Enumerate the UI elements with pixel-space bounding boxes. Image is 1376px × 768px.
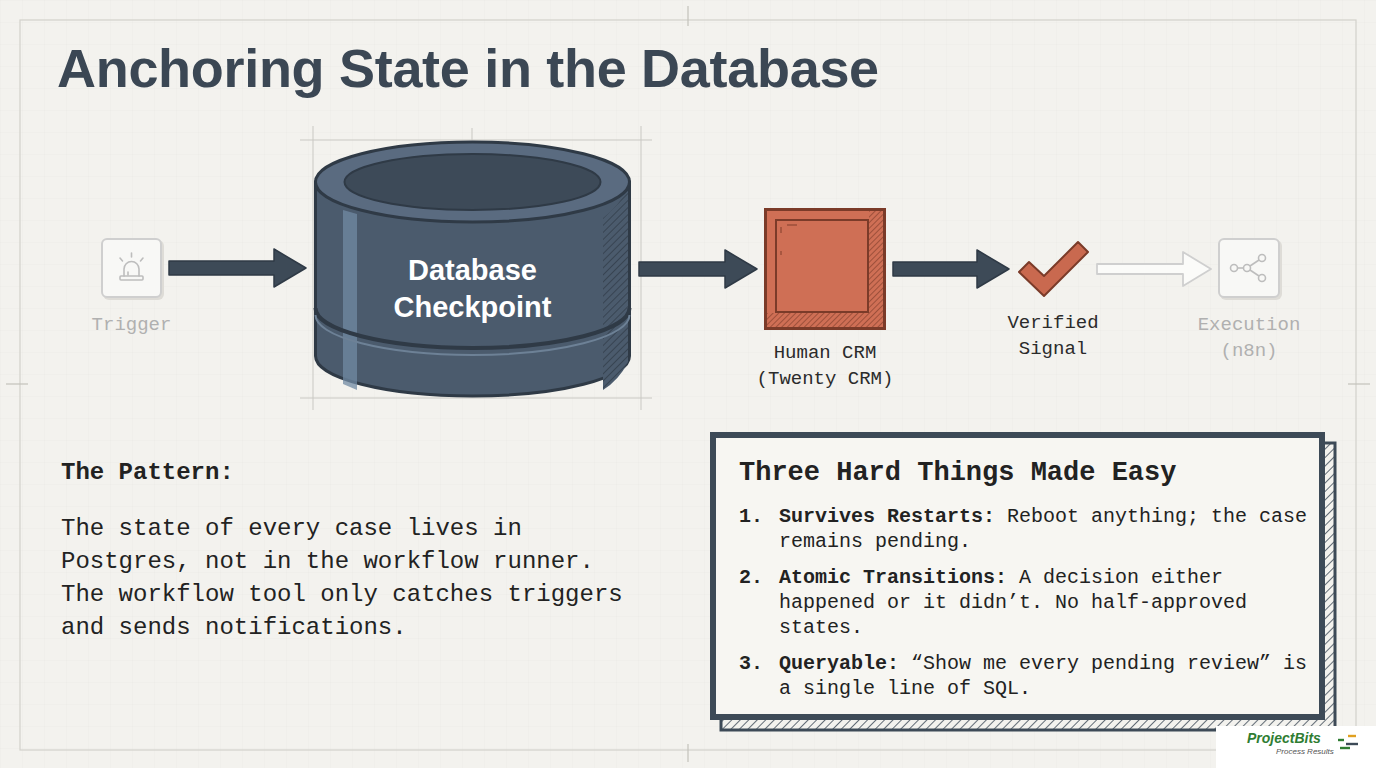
alarm-icon	[103, 240, 160, 296]
check-shape	[1016, 238, 1090, 300]
flow-arrow	[169, 249, 306, 287]
logo-tagline: Process Results	[1276, 747, 1334, 757]
crm-box: Human CRM (Twenty CRM)	[764, 208, 886, 330]
workflow-icon	[1220, 240, 1278, 296]
diagram-title: Anchoring State in the Database	[57, 38, 879, 98]
workflow-symbol	[1231, 255, 1266, 282]
execution-icon-box: Execution (n8n)	[1218, 238, 1280, 298]
verified-check: Verified Signal	[1016, 238, 1090, 300]
item-number: 3.	[739, 651, 763, 676]
logo-name: ProjectBits	[1247, 730, 1321, 747]
item-lead: Survives Restarts:	[779, 505, 995, 528]
crm-hatch	[869, 211, 883, 327]
alarm-symbol	[120, 253, 143, 280]
cylinder-top	[316, 142, 630, 222]
logo-mark	[1338, 736, 1358, 748]
flow-arrow	[893, 250, 1009, 288]
database-cylinder: Database Checkpoint	[313, 140, 632, 398]
check-mark	[1019, 242, 1088, 296]
node-caption: Execution (n8n)	[1184, 312, 1314, 364]
page-frame	[20, 20, 1356, 750]
node-label: Database Checkpoint	[368, 252, 578, 326]
frame-ticks	[6, 6, 1370, 762]
flow-arrow	[639, 250, 757, 288]
crm-marks	[781, 225, 797, 255]
faded-flow-arrow	[1097, 252, 1211, 286]
logo-patch	[1216, 726, 1376, 768]
node-label: Human CRM (Twenty CRM)	[750, 340, 900, 392]
numbered-list: 1. Survives Restarts:Reboot anything; the…	[739, 504, 1319, 712]
crm-inner-square	[776, 220, 868, 312]
panel-heading: Three Hard Things Made Easy	[739, 456, 1176, 490]
section-heading: The Pattern:	[61, 456, 234, 490]
cylinder-hatch	[603, 188, 628, 390]
crm-hatch	[767, 313, 883, 327]
list-item: 1. Survives Restarts:Reboot anything; the…	[739, 504, 1319, 554]
node-caption: Verified Signal	[993, 310, 1113, 362]
callout-panel: Three Hard Things Made Easy 1. Survives Re…	[710, 432, 1325, 720]
item-body: Survives Restarts:Reboot anything; the c…	[779, 504, 1315, 554]
item-number: 2.	[739, 565, 763, 590]
item-number: 1.	[739, 504, 763, 529]
node-caption: Trigger	[67, 312, 197, 338]
node-label: Trigger	[67, 312, 197, 338]
node-label: Execution (n8n)	[1184, 312, 1314, 364]
pattern-description: The state of every case lives in Postgre…	[61, 512, 641, 644]
cylinder-top-inner	[345, 154, 601, 210]
list-item: 2. Atomic Transitions:A decision either h…	[739, 565, 1319, 640]
node-caption: Human CRM (Twenty CRM)	[750, 340, 900, 392]
cylinder-label: Database Checkpoint	[368, 252, 578, 326]
item-body: Queryable:“Show me every pending review”…	[779, 651, 1315, 701]
node-label: Verified Signal	[993, 310, 1113, 362]
construction-lines	[300, 126, 652, 410]
cylinder-highlight	[343, 210, 357, 390]
trigger-icon-box: Trigger	[101, 238, 162, 298]
list-item: 3. Queryable:“Show me every pending revie…	[739, 651, 1319, 701]
item-body: Atomic Transitions:A decision either hap…	[779, 565, 1315, 640]
item-lead: Atomic Transitions:	[779, 566, 1007, 589]
item-lead: Queryable:	[779, 652, 899, 675]
crm-box-detail	[767, 211, 883, 327]
